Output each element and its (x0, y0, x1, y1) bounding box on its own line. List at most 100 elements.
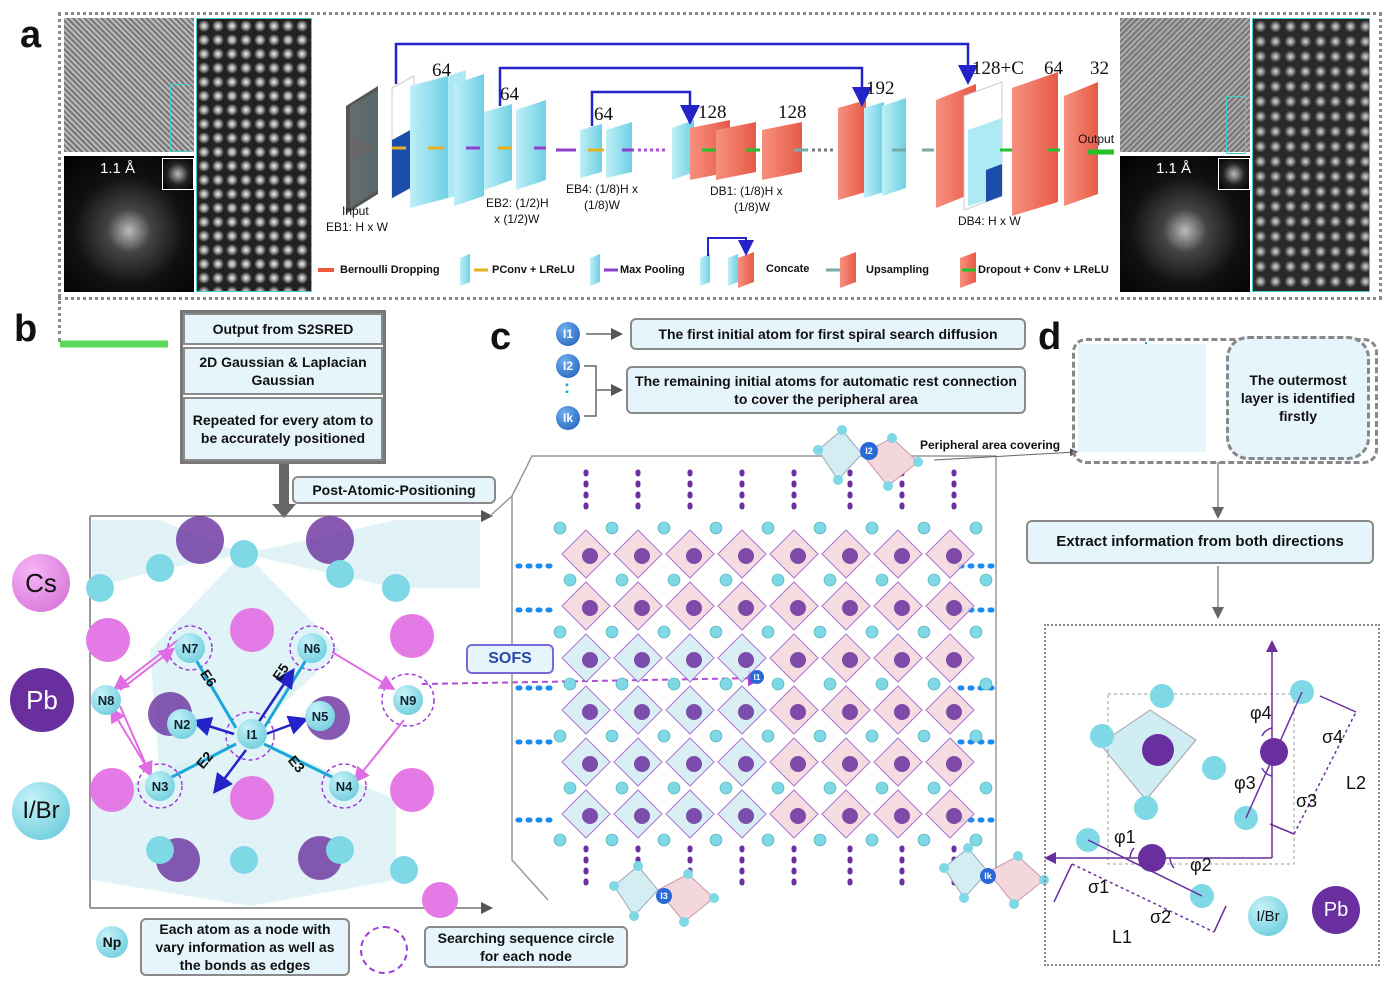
c-i1-icon: I1 (556, 322, 580, 346)
panel-letter-b: b (14, 308, 38, 350)
c-box-1: The first initial atom for first spiral … (630, 318, 1026, 350)
ch-64a: 64 (432, 60, 451, 81)
b-lattice (86, 516, 480, 918)
ibr-legend: I/Br (12, 782, 70, 840)
c-ik-icon: Ik (556, 406, 580, 430)
legend-upsample: Upsampling (866, 264, 929, 276)
circle-legend-icon (360, 926, 408, 974)
d-geometry-frame (1044, 624, 1380, 966)
d-outer-dashbox (1072, 338, 1378, 464)
d-extract-box: Extract information from both directions (1026, 520, 1374, 564)
phi3-label: φ3 (1234, 773, 1256, 793)
b-edge-e6: E6 (197, 666, 220, 690)
b-node-n6: N6 (297, 633, 327, 663)
b-output-box: Output from S2SRED (183, 313, 383, 345)
legend-pconv: PConv + LReLU (492, 264, 575, 276)
input-stem-image (64, 18, 194, 152)
c-i2-icon: I2 (556, 354, 580, 378)
phi4-label: φ4 (1250, 703, 1272, 723)
ch-64b: 64 (500, 84, 519, 105)
b-node-n4: N4 (329, 771, 359, 801)
c-box-2: The remaining initial atoms for automati… (626, 366, 1026, 414)
db1-label-1: DB1: (1/8)H x (710, 184, 783, 198)
lattice-i2: I2 (860, 442, 878, 460)
eb2-label-2: x (1/2)W (494, 212, 540, 226)
b-circle-box: Searching sequence circle for each node (424, 926, 628, 968)
b-node-n9: N9 (393, 685, 423, 715)
output-label: Output (1078, 132, 1115, 146)
b-repeat-box: Repeated for every atom to be accurately… (183, 397, 383, 461)
right-scale-label: 1.1 Å (1156, 160, 1192, 177)
peripheral-label: Peripheral area covering (920, 438, 1061, 452)
b-node-n7: N7 (175, 633, 205, 663)
eb4-label-2: (1/8)W (584, 198, 620, 212)
c-lattice (515, 425, 1049, 927)
phi1-label: φ1 (1114, 827, 1136, 847)
fft-inset-right (1218, 158, 1250, 190)
legend-bernoulli: Bernoulli Dropping (340, 264, 440, 276)
c-frame-left (511, 496, 549, 901)
output-zoom-image (1252, 18, 1370, 292)
b-post-box: Post-Atomic-Positioning (292, 476, 496, 504)
b-edge-e3: E3 (284, 752, 309, 776)
b-node-n3: N3 (145, 771, 175, 801)
eb1-label: EB1: H x W (326, 220, 389, 234)
np-legend: Np (96, 926, 128, 958)
sigma1-label: σ1 (1088, 877, 1110, 897)
ch-64c: 64 (594, 104, 613, 125)
fft-inset-left (162, 158, 194, 190)
c-legend-bracket (584, 365, 597, 417)
ch-192: 192 (866, 78, 895, 99)
lattice-i3: I3 (656, 888, 672, 904)
b-gaussian-box: 2D Gaussian & Laplacian Gaussian (183, 347, 383, 395)
sofs-box: SOFS (466, 644, 554, 674)
b-node-n2: N2 (167, 709, 197, 739)
db4-label: DB4: H x W (958, 214, 1021, 228)
d-outermost-box: The outermost layer is identified firstl… (1226, 336, 1370, 460)
L1-label: L1 (1112, 927, 1133, 947)
input-zoom-image (196, 18, 312, 292)
ch-32: 32 (1090, 58, 1109, 79)
b-node-i1: I1 (237, 719, 267, 749)
input-label: Input (342, 204, 369, 218)
legend-maxpool: Max Pooling (620, 264, 685, 276)
d-octahedron-bg (1078, 344, 1206, 452)
b-down-arrowhead (272, 504, 296, 518)
b-node-box: Each atom as a node with vary informatio… (140, 918, 350, 976)
lattice-i1: I1 (750, 670, 764, 684)
ch-128b: 128 (778, 102, 807, 123)
legend-dropout: Dropout + Conv + LReLU (978, 264, 1109, 276)
zoom-box-left (170, 84, 190, 152)
panel-letter-c: c (490, 316, 512, 358)
pb-legend: Pb (10, 668, 74, 732)
b-edge-e2: E2 (192, 748, 217, 772)
legend-concat: Concate (766, 263, 810, 275)
d-pb-legend: Pb (1312, 886, 1360, 934)
lattice-ik: Ik (980, 868, 996, 884)
panel-a-connector (58, 294, 61, 342)
panel-a-frame (58, 12, 1382, 300)
db1-label-2: (1/8)W (734, 200, 770, 214)
c-dots: : (564, 377, 570, 397)
b-node-n5: N5 (305, 701, 335, 731)
c-frame-top (511, 455, 997, 870)
panel-letter-d: d (1038, 316, 1062, 358)
sigma3-label: σ3 (1296, 791, 1318, 811)
sigma4-label: σ4 (1322, 727, 1344, 747)
peripheral-arrow (933, 448, 1078, 461)
sofs-arrow (421, 670, 764, 687)
output-stem-image (1120, 18, 1250, 152)
d-ibr-legend: I/Br (1248, 896, 1288, 936)
b-node-n8: N8 (91, 685, 121, 715)
left-scale-label: 1.1 Å (100, 160, 136, 177)
zoom-box-right (1226, 96, 1246, 154)
panel-letter-a: a (20, 14, 42, 56)
phi2-label: φ2 (1190, 855, 1212, 875)
L2-label: L2 (1346, 773, 1367, 793)
eb4-label-1: EB4: (1/8)H x (566, 182, 639, 196)
eb2-label-1: EB2: (1/2)H (486, 196, 549, 210)
sigma2-label: σ2 (1150, 907, 1172, 927)
ch-128c: 128+C (972, 58, 1024, 79)
b-edge-e5: E5 (269, 660, 292, 684)
cs-legend: Cs (12, 554, 70, 612)
